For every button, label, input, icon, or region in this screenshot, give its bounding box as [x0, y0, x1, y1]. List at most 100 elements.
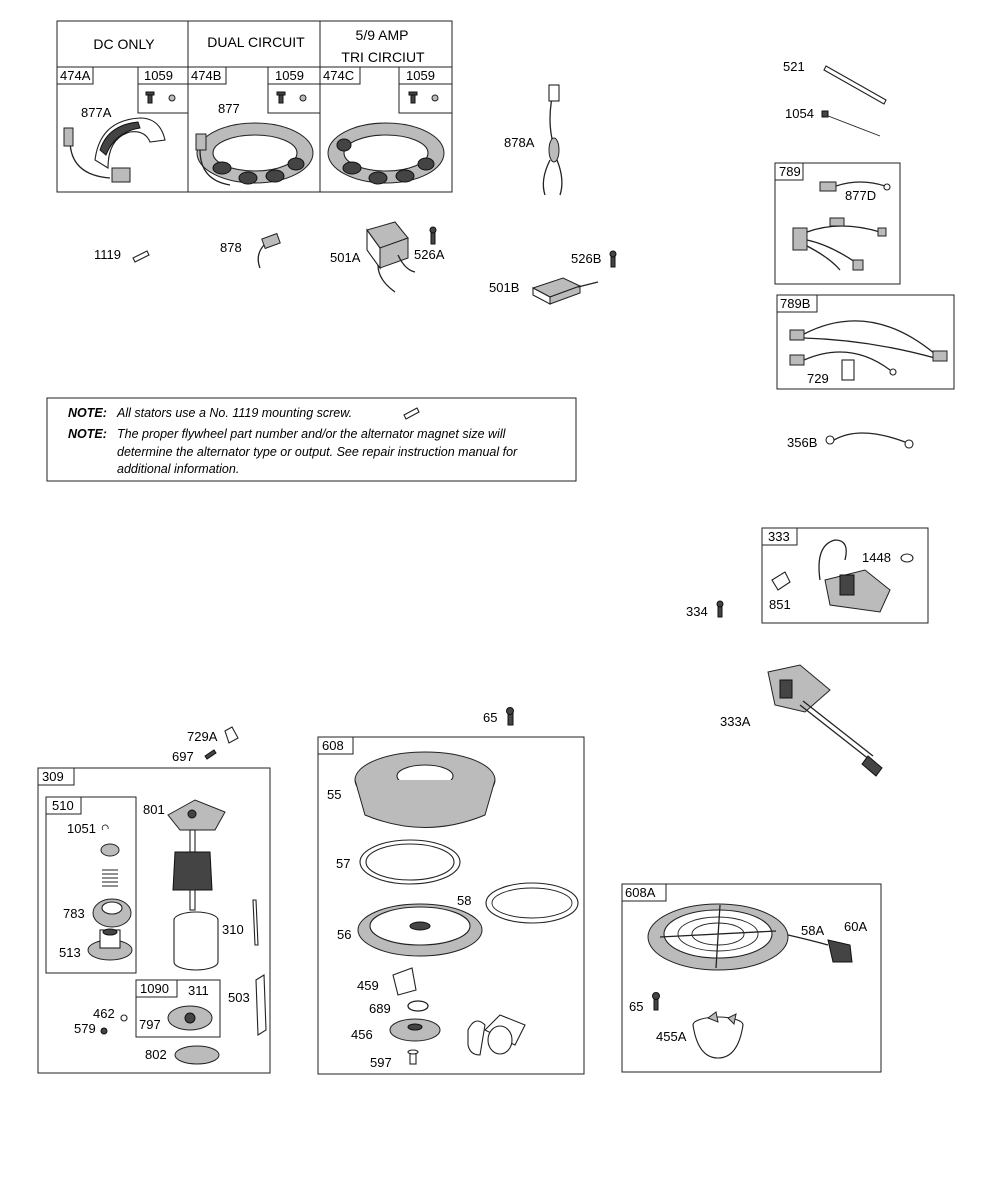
part-label-510: 510 [52, 798, 74, 813]
screw-icon [204, 749, 217, 760]
screw-icon [276, 91, 286, 104]
box-309: 309 510 1051 783 513 801 [37, 767, 271, 1074]
part-label-456: 456 [351, 1027, 373, 1042]
housing-icon [173, 911, 219, 971]
box-789: 789 877D [774, 162, 901, 285]
part-label-455A: 455A [656, 1029, 687, 1044]
note-label-1: NOTE: [68, 406, 107, 420]
part-label-789: 789 [779, 164, 801, 179]
clip-icon [407, 1000, 429, 1012]
recoil-assembly-icon [647, 903, 853, 971]
part-label-1448: 1448 [862, 550, 891, 565]
part-label-56: 56 [337, 927, 351, 942]
armature-icon [172, 829, 213, 911]
part-label-333: 333 [768, 529, 790, 544]
header-tri-circuit: TRI CIRCIUT [341, 49, 425, 65]
wire-connector-icon [257, 232, 281, 269]
part-label-310: 310 [222, 922, 244, 937]
spring-icon [102, 869, 118, 887]
part-label-474A: 474A [60, 68, 91, 83]
part-label-58A: 58A [801, 923, 824, 938]
note-label-2: NOTE: [68, 427, 107, 441]
part-label-1059-b: 1059 [275, 68, 304, 83]
screw-icon [429, 226, 437, 245]
nut-icon [168, 94, 176, 102]
nut-icon [100, 1027, 108, 1035]
screw-icon [132, 250, 150, 263]
nut-icon [299, 94, 307, 102]
part-label-65-b: 65 [629, 999, 643, 1014]
header-dual-circuit: DUAL CIRCUIT [207, 34, 305, 50]
retainer-icon [389, 1018, 441, 1042]
part-label-521: 521 [783, 59, 805, 74]
header-dc-only: DC ONLY [93, 36, 155, 52]
wire-harness-icon [542, 84, 563, 196]
part-label-729A: 729A [187, 729, 218, 744]
part-label-789B: 789B [780, 296, 810, 311]
clip-icon [101, 824, 109, 831]
screw-icon [609, 250, 617, 268]
screw-icon [403, 407, 420, 420]
note-text-2a: The proper flywheel part number and/or t… [117, 427, 507, 441]
pawl-icon [392, 967, 417, 996]
part-label-58: 58 [457, 893, 471, 908]
part-label-501B: 501B [489, 280, 519, 295]
part-label-689: 689 [369, 1001, 391, 1016]
stator-ring-icon [195, 122, 314, 186]
note-box: NOTE: All stators use a No. 1119 mountin… [46, 397, 577, 482]
screw-icon [506, 707, 514, 726]
box-608: 608 55 57 58 56 459 689 456 [317, 736, 585, 1075]
part-label-65: 65 [483, 710, 497, 725]
note-text-1: All stators use a No. 1119 mounting scre… [116, 406, 352, 420]
part-label-1059-a: 1059 [144, 68, 173, 83]
part-label-877: 877 [218, 101, 240, 116]
screw-icon [716, 600, 724, 618]
header-amp: 5/9 AMP [356, 27, 409, 43]
part-label-729: 729 [807, 371, 829, 386]
part-label-597: 597 [370, 1055, 392, 1070]
bolt-icon [252, 899, 259, 946]
part-label-526B: 526B [571, 251, 601, 266]
box-789B: 789B 729 [776, 294, 955, 390]
part-label-1051: 1051 [67, 821, 96, 836]
part-label-309: 309 [42, 769, 64, 784]
brush-holder-icon [167, 1005, 213, 1031]
part-label-579: 579 [74, 1021, 96, 1036]
stator-table: DC ONLY DUAL CIRCUIT 5/9 AMP TRI CIRCIUT… [56, 20, 453, 193]
part-label-474B: 474B [191, 68, 221, 83]
nut-icon [431, 94, 439, 102]
part-label-797: 797 [139, 1017, 161, 1032]
ignition-coil-icon [767, 664, 883, 777]
part-label-334: 334 [686, 604, 708, 619]
part-label-513: 513 [59, 945, 81, 960]
part-label-783: 783 [63, 906, 85, 921]
spring-icon [359, 839, 461, 885]
part-label-462: 462 [93, 1006, 115, 1021]
ground-wire-icon [825, 432, 914, 449]
part-label-1119: 1119 [94, 247, 121, 262]
part-label-474C: 474C [323, 68, 354, 83]
part-label-877D: 877D [845, 188, 876, 203]
part-label-851: 851 [769, 597, 791, 612]
part-label-802: 802 [145, 1047, 167, 1062]
part-label-60A: 60A [844, 919, 867, 934]
part-label-501A: 501A [330, 250, 361, 265]
part-label-503: 503 [228, 990, 250, 1005]
box-333: 333 1448 851 [761, 527, 929, 624]
part-label-55: 55 [327, 787, 341, 802]
part-label-608: 608 [322, 738, 344, 753]
handle-icon [467, 1014, 526, 1056]
rope-icon [485, 882, 579, 924]
part-label-356B: 356B [787, 435, 817, 450]
stator-ring-icon [327, 122, 445, 185]
rod-icon [823, 65, 887, 105]
part-label-878: 878 [220, 240, 242, 255]
bracket-icon [255, 974, 267, 1036]
part-label-801: 801 [143, 802, 165, 817]
regulator-icon [531, 277, 599, 305]
washer-icon [120, 1014, 128, 1022]
gear-icon [92, 898, 132, 928]
part-label-697: 697 [172, 749, 194, 764]
screw-icon [652, 992, 660, 1011]
